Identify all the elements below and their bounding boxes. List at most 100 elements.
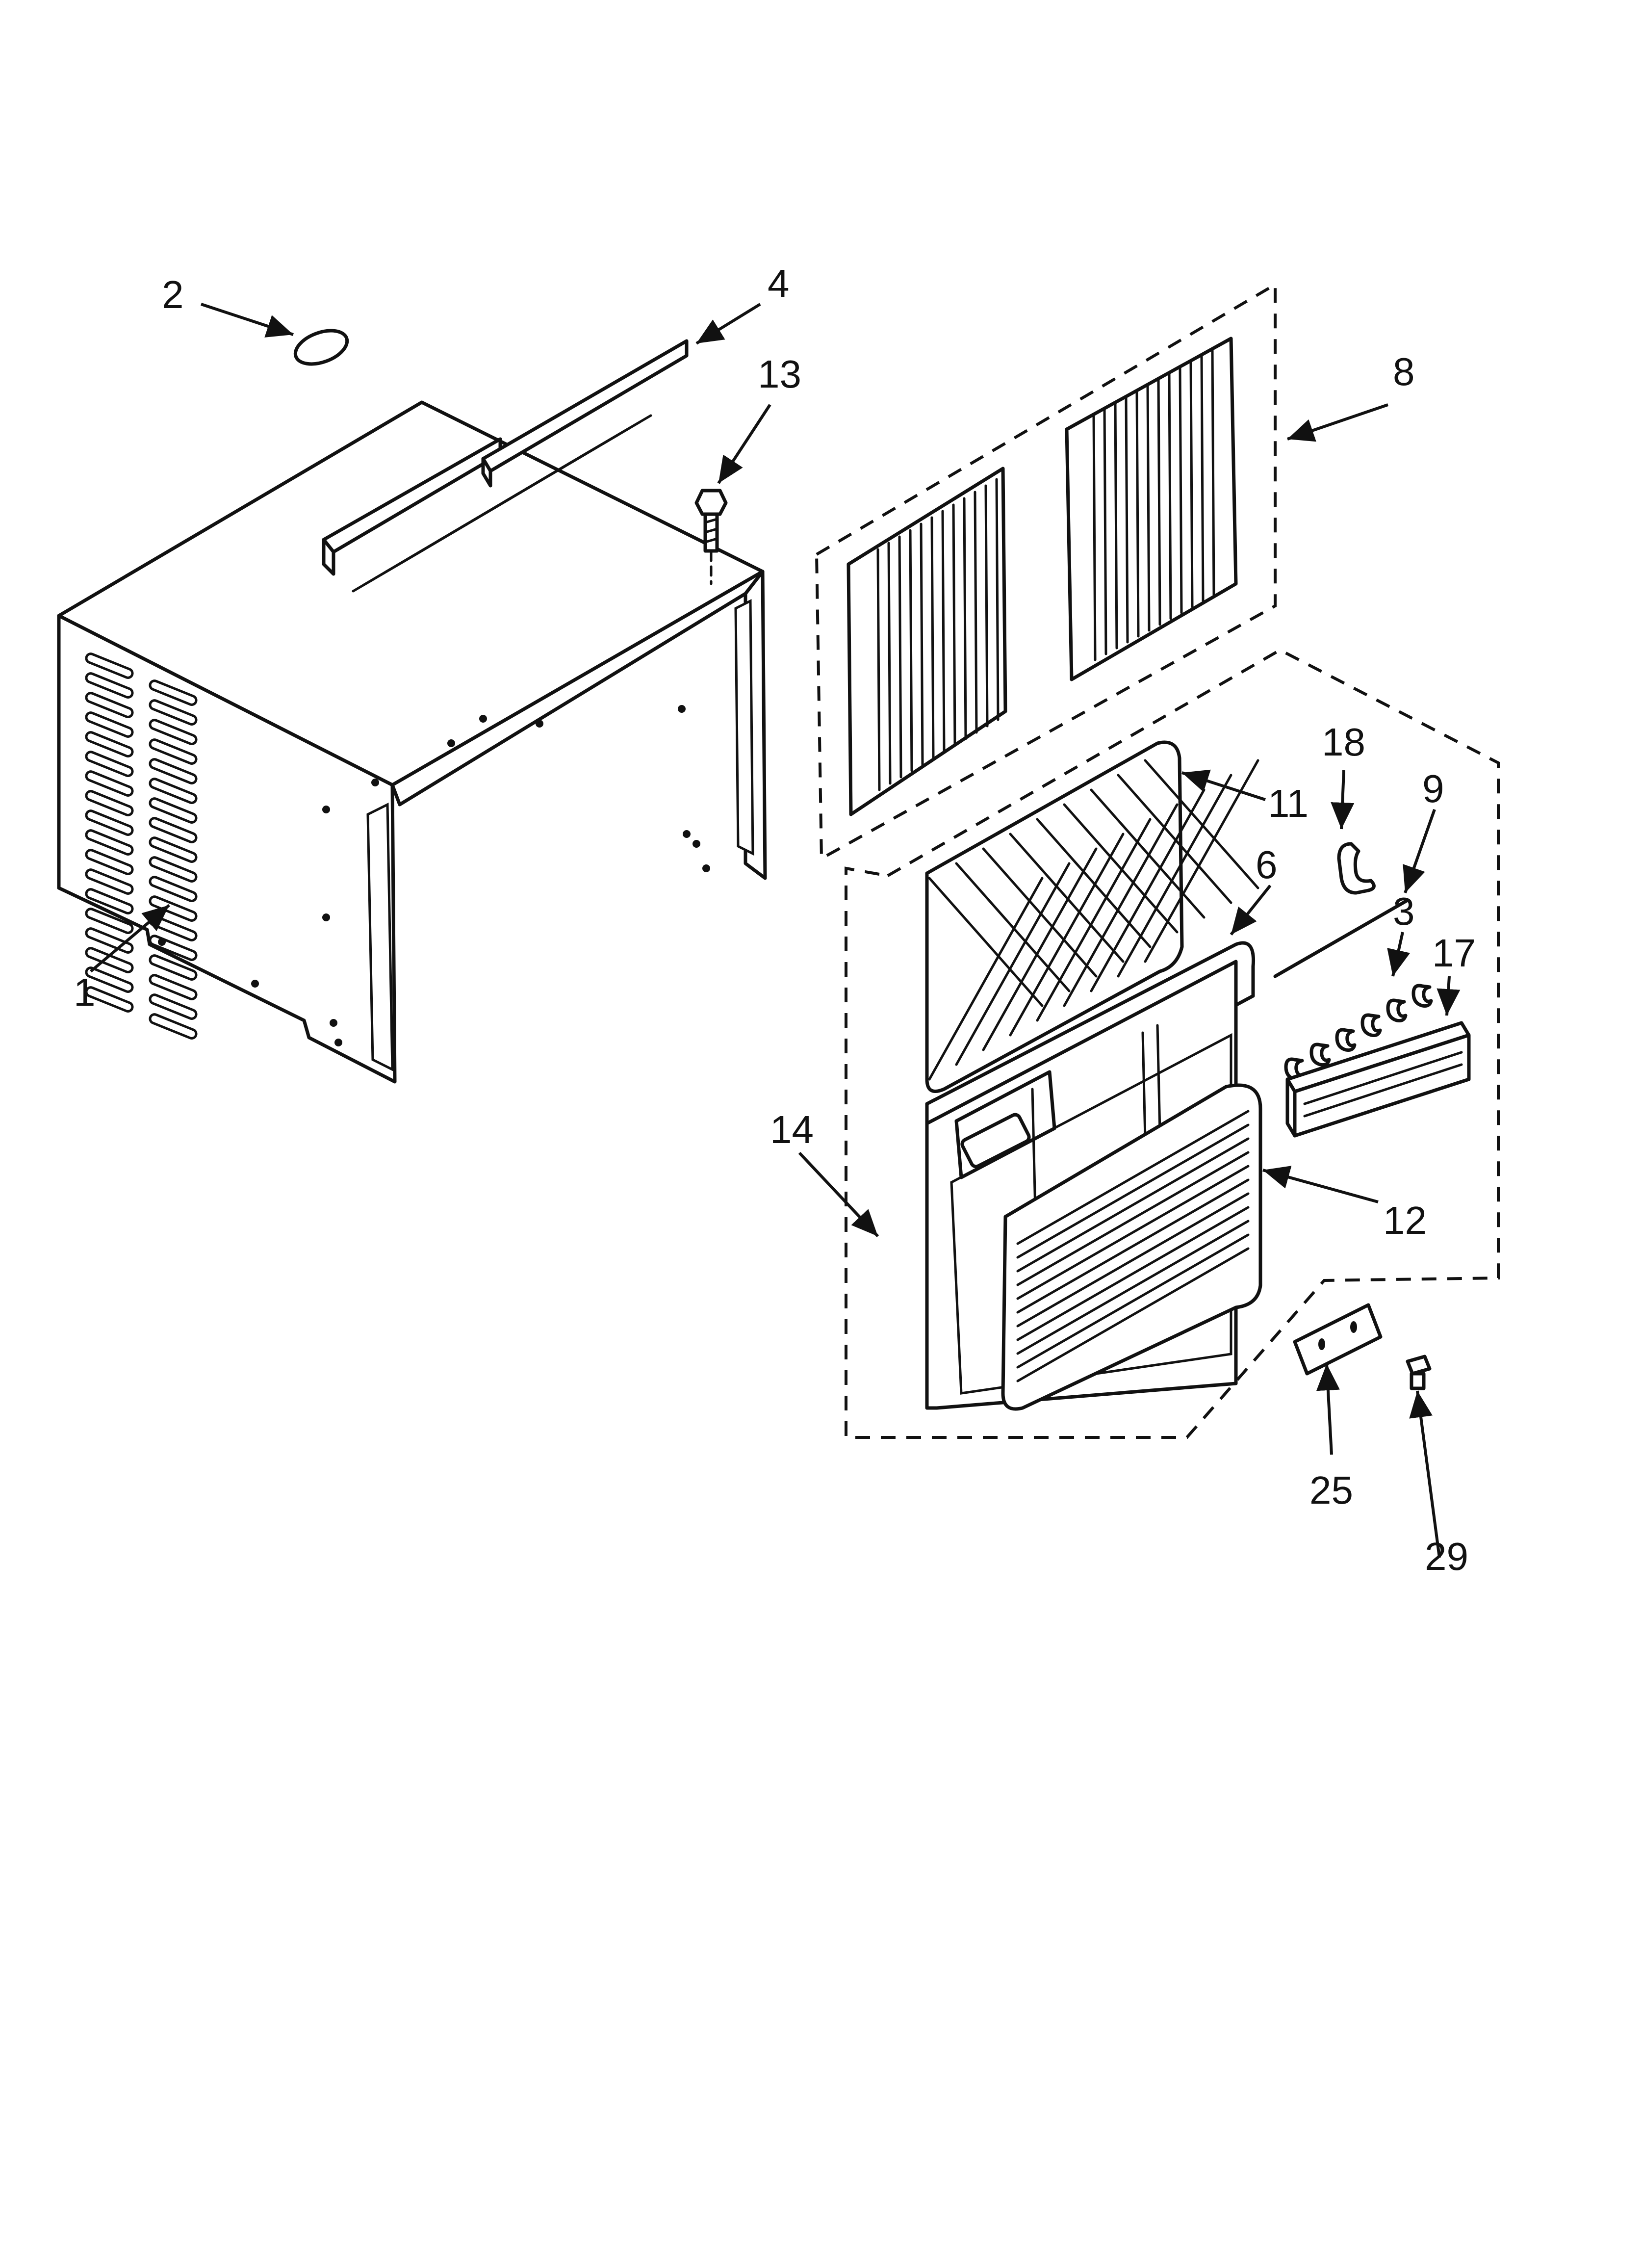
louver-slot: [85, 888, 134, 914]
clip-piece: [1411, 984, 1433, 1008]
grille-louver: [1016, 1247, 1250, 1382]
pleat-line: [898, 535, 902, 779]
clip: [1337, 842, 1376, 895]
louver-slot: [149, 856, 198, 883]
pleat-line: [1179, 366, 1183, 614]
louver-slot: [149, 778, 198, 804]
callout-13: 13: [758, 352, 801, 396]
clip-piece: [1360, 1013, 1382, 1037]
mesh-line: [1063, 803, 1179, 1007]
screw: [694, 489, 728, 585]
pleat-line: [974, 491, 978, 734]
grille-louvers: [1016, 1110, 1250, 1382]
grille-louver: [1016, 1233, 1250, 1369]
pleat-line: [1211, 348, 1215, 597]
support-bar: [1285, 1021, 1471, 1138]
louver-slot: [149, 876, 198, 902]
louver-slot: [149, 993, 198, 1020]
louver-slot: [85, 809, 134, 836]
callout-11: 11: [1268, 782, 1308, 825]
mesh-line: [1036, 818, 1152, 948]
mesh-line: [982, 847, 1098, 978]
callout-4: 4: [768, 261, 790, 305]
mesh-line: [1090, 788, 1206, 992]
callout-3: 3: [1393, 889, 1415, 933]
louver-slot: [149, 836, 198, 863]
plug-part: [293, 329, 349, 366]
callout-labels: 2 4 13 8 18 9 11 6 3 17 14 12 1 25 29: [74, 261, 1476, 1578]
callout-14: 14: [770, 1108, 814, 1151]
mesh-line: [1144, 759, 1259, 963]
callout-18: 18: [1322, 720, 1365, 764]
top-vent: [352, 414, 652, 593]
louver-slot: [85, 868, 134, 895]
louver-slot: [85, 966, 134, 993]
callout-25: 25: [1309, 1468, 1353, 1512]
cover-plate: [1293, 1303, 1383, 1376]
pleat-line: [1092, 413, 1097, 661]
grille-louver: [1016, 1110, 1250, 1245]
pleat-line: [876, 548, 881, 791]
louver-slot: [85, 652, 134, 679]
callout-29: 29: [1425, 1535, 1468, 1578]
clip-piece: [1386, 998, 1408, 1022]
pleat-line: [909, 529, 913, 772]
mesh-line: [955, 862, 1071, 992]
air-filter: [925, 740, 1259, 1093]
louver-slot: [149, 895, 198, 922]
callout-1: 1: [74, 970, 96, 1014]
rod: [1273, 898, 1410, 978]
pleat-line: [1146, 384, 1151, 632]
pleat-line: [995, 478, 1000, 721]
louver-slot: [149, 817, 198, 843]
pleat-line: [930, 516, 935, 759]
side-louvers: [85, 652, 198, 1040]
mesh-line: [928, 877, 1044, 1081]
small-screw: [1406, 1355, 1432, 1390]
pleat-line: [941, 510, 946, 753]
mesh-line: [1009, 833, 1125, 963]
clip-piece: [1335, 1028, 1357, 1052]
pleat-line: [1200, 354, 1205, 602]
side-curtain-set: [815, 282, 1277, 861]
pleat-line: [1189, 360, 1194, 608]
grille-louver: [1016, 1151, 1250, 1286]
mesh-line: [1144, 759, 1259, 889]
grille-louver: [1016, 1220, 1250, 1355]
pleat-line: [887, 542, 892, 785]
mesh-line: [1090, 788, 1206, 919]
grille-louver: [1016, 1137, 1250, 1273]
louver-slot: [149, 679, 198, 706]
louver-slot: [85, 829, 134, 856]
front-assembly-boundary: [845, 648, 1500, 1439]
vent-slot: [578, 414, 652, 459]
pleat-line: [1135, 390, 1140, 638]
louver-slot: [149, 974, 198, 1000]
louver-slot: [85, 849, 134, 875]
louver-slot: [85, 770, 134, 797]
louver-slot: [149, 758, 198, 784]
louver-slot: [149, 1013, 198, 1040]
front-grille: [1001, 1083, 1262, 1411]
curtain-right-pleats: [1092, 348, 1215, 661]
cabinet-wrapper: [57, 400, 767, 1084]
louver-slot: [149, 699, 198, 726]
filter-mesh: [928, 759, 1259, 1081]
louver-slot: [85, 790, 134, 816]
callout-6: 6: [1256, 843, 1278, 886]
leader-lines: [90, 303, 1461, 1558]
mesh-line: [1117, 774, 1232, 978]
grille-louver: [1016, 1206, 1250, 1341]
louver-slot: [85, 908, 134, 934]
louver-slot: [149, 719, 198, 745]
callout-9: 9: [1422, 767, 1444, 810]
louver-slot: [149, 797, 198, 824]
pleat-line: [984, 484, 989, 728]
grille-louver: [1016, 1123, 1250, 1259]
pleat-line: [920, 522, 924, 766]
mesh-line: [928, 877, 1044, 1007]
louver-slot: [85, 986, 134, 1013]
louver-slot: [85, 672, 134, 699]
